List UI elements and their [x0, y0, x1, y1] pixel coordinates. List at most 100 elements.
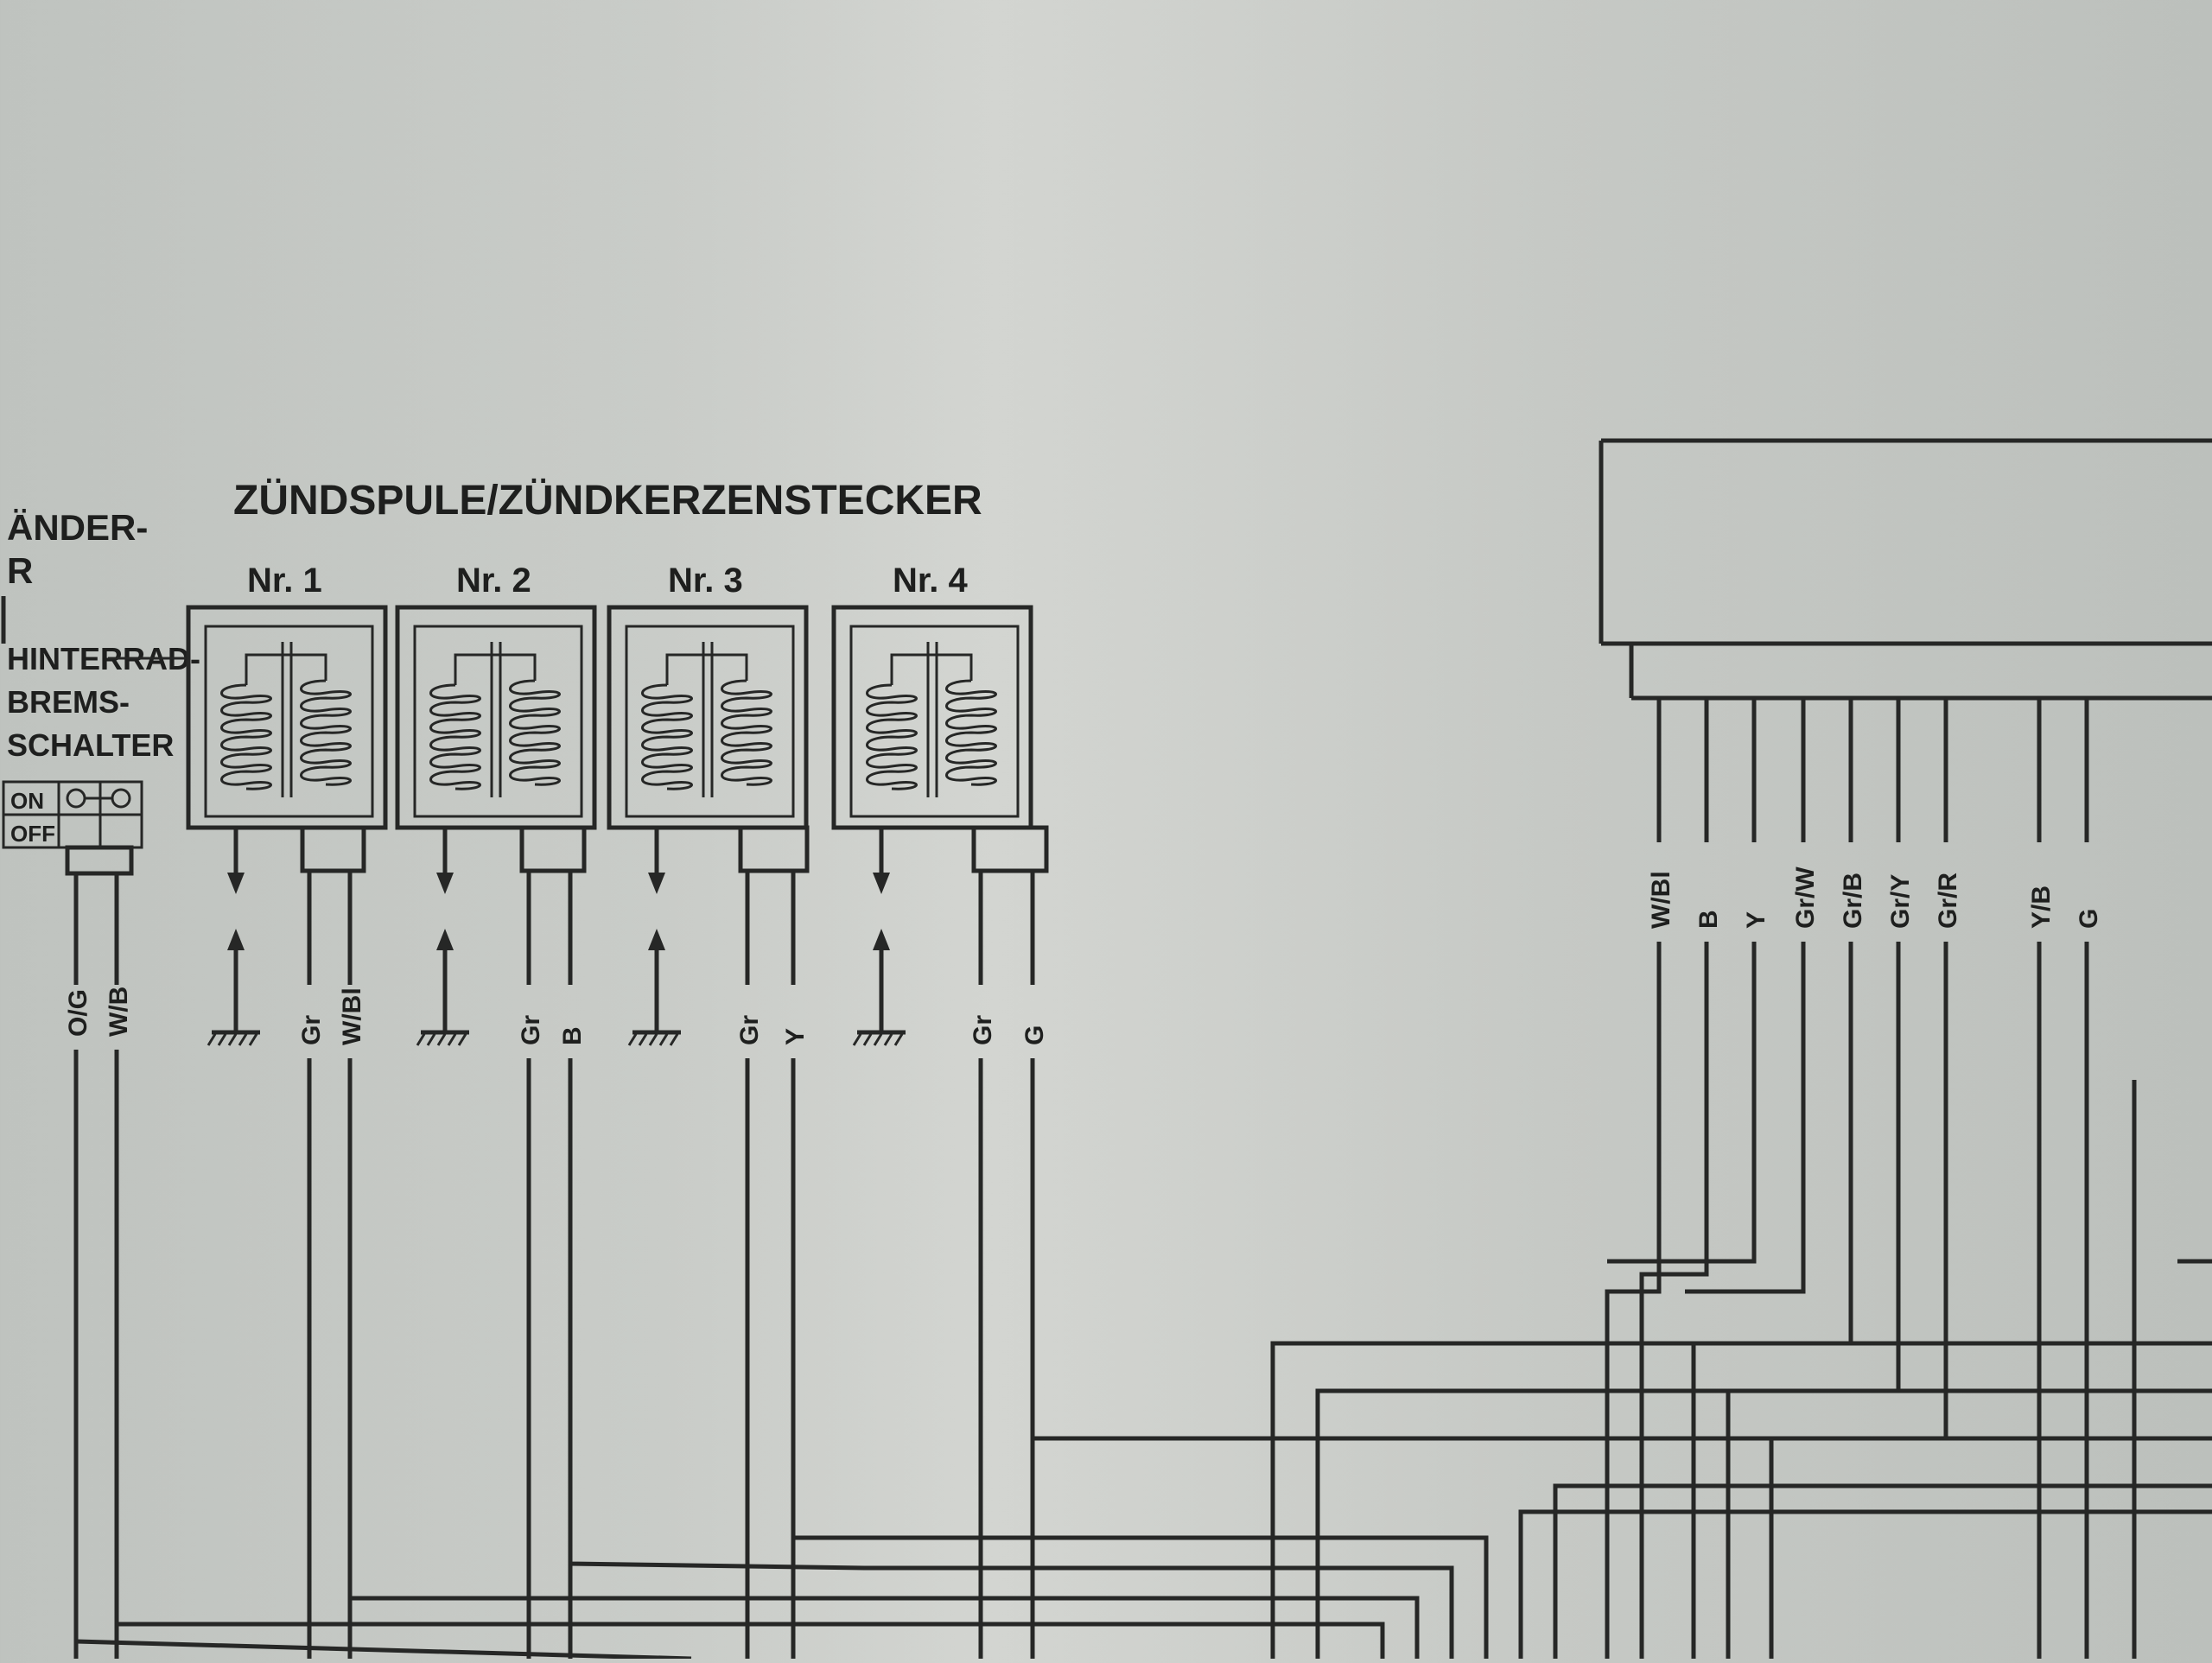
harness-wire: [1030, 1158, 2212, 1441]
winding-bridge: [245, 653, 327, 685]
plug-arrow-up: [873, 929, 890, 950]
ground-icon: [207, 1030, 260, 1046]
coil-wire-label: G: [1020, 1025, 1049, 1045]
plug-arrow-down: [648, 873, 665, 894]
ecu-unit: [1599, 438, 2212, 646]
coil-1: Nr. 1 Gr W/Bl: [186, 562, 388, 1659]
wire-label-og: O/G: [64, 989, 92, 1037]
diagram-title: ZÜNDSPULE/ZÜNDKERZENSTECKER: [233, 478, 982, 524]
coil-label: Nr. 1: [247, 562, 322, 600]
coil-frame: [625, 625, 795, 818]
coil-box: [186, 605, 388, 830]
primary-winding: [429, 683, 481, 790]
winding-bridge: [890, 653, 973, 685]
secondary-winding: [509, 679, 561, 786]
ground-icon: [852, 1030, 906, 1046]
harness-wire: [75, 1639, 692, 1661]
coil-4: Nr. 4 Gr G: [831, 562, 1049, 1659]
coil-wire-label: B: [558, 1026, 587, 1045]
coil-wire-label: Gr: [517, 1015, 545, 1045]
connector-wire: G: [2075, 698, 2103, 1080]
plug-arrow-up: [436, 929, 454, 950]
coil-label: Nr. 4: [893, 562, 968, 600]
ground-icon: [627, 1030, 681, 1046]
plug-arrow-down: [227, 873, 245, 894]
connector-wire: Gr/B: [1839, 698, 1867, 1080]
harness-routing: [75, 1080, 2212, 1661]
connector-wire-label: B: [1694, 910, 1723, 929]
harness-wire: [568, 1158, 1454, 1659]
brake-switch-table: ON OFF: [2, 780, 143, 849]
primary-winding: [866, 683, 918, 790]
coil-frame: [849, 625, 1020, 818]
primary-winding: [641, 683, 693, 790]
coil-wire-label: Gr: [969, 1015, 997, 1045]
primary-winding: [220, 683, 272, 790]
harness-wire: [1553, 1483, 2212, 1659]
harness-wire: [1270, 1341, 2212, 1659]
ground-icon: [416, 1030, 469, 1046]
connector-wire-label: Gr/Y: [1886, 874, 1915, 929]
switch-on-label: ON: [10, 788, 44, 814]
coil-wire-label: Y: [781, 1028, 810, 1045]
connector-wire: Gr/W: [1791, 698, 1820, 1080]
coil-2: Nr. 2 Gr B: [395, 562, 597, 1659]
harness-wire: [117, 1622, 1385, 1659]
winding-bridge: [454, 653, 537, 685]
connector-wire-label: Gr/W: [1791, 866, 1820, 929]
plug-arrow-up: [648, 929, 665, 950]
coil-connector: [300, 825, 366, 873]
brake-switch-label-2: BREMS-: [7, 684, 130, 720]
connector-wire-label: Y/B: [2027, 885, 2056, 929]
coil-connector: [738, 825, 810, 873]
coil-box: [607, 605, 809, 830]
left-label-line1: ÄNDER-: [7, 507, 148, 548]
secondary-winding: [721, 679, 772, 786]
connector-wire: Gr/R: [1934, 698, 1962, 1080]
connector-wire-label: W/Bl: [1647, 871, 1675, 929]
winding-bridge: [665, 653, 748, 685]
plug-arrow-down: [873, 873, 890, 894]
harness-wire: [1607, 1080, 1757, 1264]
connector-wire: Y/B: [2027, 698, 2056, 1080]
coil-label: Nr. 3: [668, 562, 743, 600]
coil-wire-label: Gr: [297, 1015, 326, 1045]
plug-arrow-down: [436, 873, 454, 894]
connector-wire-label: Gr/B: [1839, 873, 1867, 929]
harness-wire: [1605, 1080, 1662, 1659]
coil-frame: [204, 625, 374, 818]
harness-wire: [791, 1158, 1489, 1659]
secondary-winding: [945, 679, 997, 786]
brake-switch-connector: [65, 845, 134, 876]
brake-switch-label-3: SCHALTER: [7, 727, 174, 763]
secondary-winding: [300, 679, 352, 786]
connector-wire: Y: [1742, 698, 1770, 1080]
plug-arrow-up: [227, 929, 245, 950]
coil-box: [831, 605, 1033, 830]
coil-connector: [519, 825, 587, 873]
harness-wire: [1769, 1080, 1948, 1659]
harness-wire: [1685, 1080, 1806, 1294]
coil-wire-label: W/Bl: [338, 987, 366, 1045]
connector-wire-label: Y: [1742, 911, 1770, 929]
connector-wire-label: Gr/R: [1934, 873, 1962, 929]
harness-wire: [1639, 1080, 1709, 1659]
coil-box: [395, 605, 597, 830]
connector-wire: W/Bl: [1647, 698, 1675, 1080]
harness-wire: [1518, 1509, 2212, 1659]
ecu-connector: [1629, 644, 2212, 701]
coil-connector: [971, 825, 1049, 873]
connector-wire: Gr/Y: [1886, 698, 1915, 1080]
connector-wire: B: [1694, 698, 1723, 1080]
coil-label: Nr. 2: [456, 562, 531, 600]
connector-wire-label: G: [2075, 909, 2103, 929]
left-label-line2: R: [7, 550, 33, 591]
switch-off-label: OFF: [10, 821, 55, 847]
wire-label-wb: W/B: [105, 987, 133, 1037]
harness-wire: [347, 1158, 1420, 1659]
